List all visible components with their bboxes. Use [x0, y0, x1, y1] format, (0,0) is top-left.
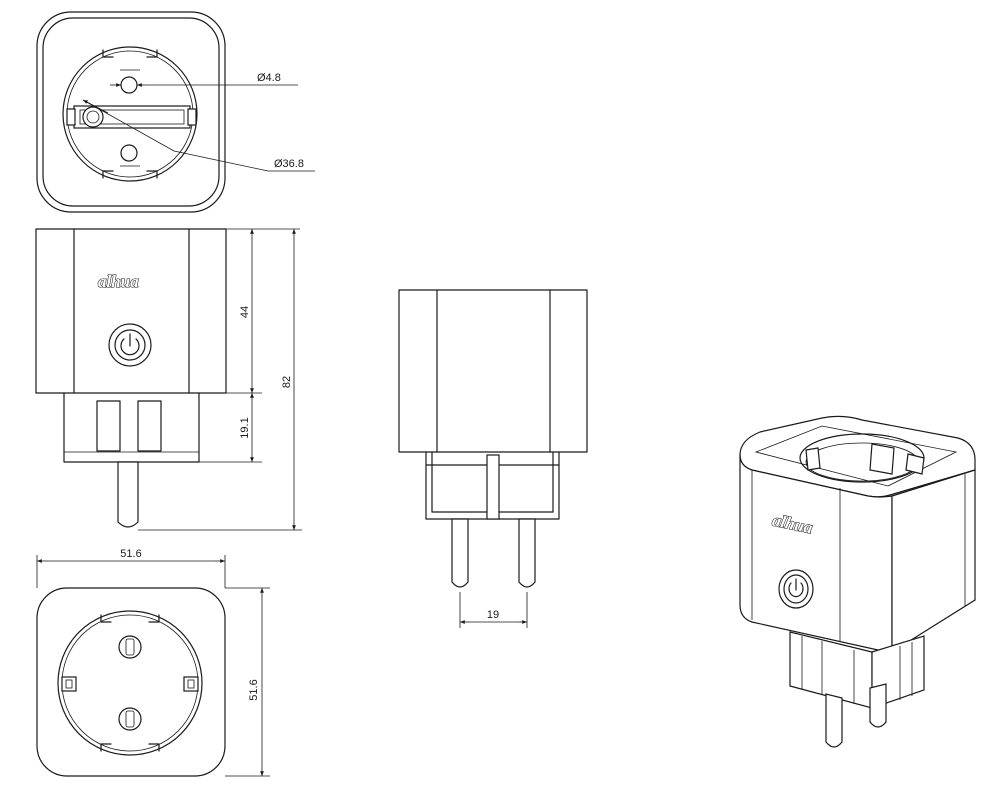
- pin-spacing-label: 19: [487, 609, 499, 621]
- isometric-view: [739, 415, 976, 748]
- front-brand-logo: alhua: [98, 272, 139, 291]
- total-height-label: 82: [281, 376, 293, 388]
- plug-height-label: 19.1: [239, 417, 251, 438]
- side-view: [398, 289, 588, 628]
- pin-hole-diameter-label: Ø4.8: [257, 72, 281, 84]
- body-height-label: 44: [239, 306, 251, 318]
- top-view: [36, 11, 315, 213]
- depth-label: 51.6: [248, 679, 260, 700]
- socket-diameter-label: Ø36.8: [274, 158, 304, 170]
- front-view: [35, 228, 302, 531]
- bottom-view: [36, 555, 270, 777]
- width-label: 51.6: [120, 548, 141, 560]
